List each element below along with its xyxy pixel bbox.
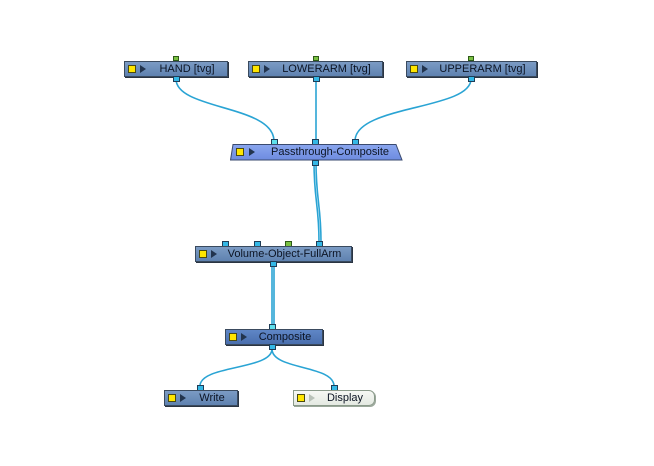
- enable-checkbox[interactable]: [410, 65, 418, 73]
- play-arrow-icon[interactable]: [264, 65, 270, 73]
- enable-checkbox[interactable]: [252, 65, 260, 73]
- passthrough-composite-node-shape[interactable]: [230, 144, 404, 161]
- composite-node[interactable]: Composite: [225, 329, 323, 345]
- hand-node[interactable]: HAND [tvg]: [124, 61, 228, 77]
- passthrough-composite-node[interactable]: Passthrough-Composite: [230, 144, 404, 161]
- enable-checkbox[interactable]: [168, 394, 176, 402]
- upperarm-output-port[interactable]: [468, 76, 475, 82]
- hand-output-port[interactable]: [173, 76, 180, 82]
- node-label: Write: [199, 392, 225, 404]
- lowerarm-output-port[interactable]: [313, 76, 320, 82]
- node-label: Volume-Object-FullArm: [227, 248, 342, 260]
- upperarm-input-port[interactable]: [468, 56, 474, 61]
- lowerarm-node[interactable]: LOWERARM [tvg]: [248, 61, 383, 77]
- play-arrow-icon[interactable]: [180, 394, 186, 402]
- cable-hand-to-passthrough[interactable]: [175, 78, 275, 142]
- node-label: HAND [tvg]: [159, 63, 215, 75]
- enable-checkbox[interactable]: [128, 65, 136, 73]
- passthrough-output-port[interactable]: [312, 160, 319, 166]
- node-label: Display: [326, 392, 364, 404]
- play-arrow-icon[interactable]: [249, 148, 255, 156]
- cable-upperarm-to-passthrough[interactable]: [354, 78, 472, 142]
- cable-passthrough-to-volume-b[interactable]: [315, 161, 322, 243]
- node-label: UPPERARM [tvg]: [439, 63, 526, 75]
- write-node[interactable]: Write: [164, 390, 238, 406]
- enable-checkbox[interactable]: [199, 250, 207, 258]
- hand-input-port[interactable]: [173, 56, 179, 61]
- display-node[interactable]: Display: [293, 390, 375, 406]
- play-arrow-icon[interactable]: [422, 65, 428, 73]
- cable-composite-to-display[interactable]: [271, 348, 335, 387]
- node-label: Composite: [258, 331, 312, 343]
- volume-output-port[interactable]: [270, 261, 277, 267]
- composite-output-port[interactable]: [269, 344, 276, 350]
- node-label: Passthrough-Composite: [270, 146, 389, 158]
- enable-checkbox[interactable]: [236, 148, 244, 156]
- play-arrow-icon[interactable]: [140, 65, 146, 73]
- cable-passthrough-to-volume-a[interactable]: [313, 161, 320, 243]
- upperarm-node[interactable]: UPPERARM [tvg]: [406, 61, 537, 77]
- cable-composite-to-write[interactable]: [199, 348, 273, 387]
- play-arrow-icon[interactable]: [309, 394, 315, 402]
- play-arrow-icon[interactable]: [241, 333, 247, 341]
- node-label: LOWERARM [tvg]: [282, 63, 371, 75]
- enable-checkbox[interactable]: [297, 394, 305, 402]
- play-arrow-icon[interactable]: [211, 250, 217, 258]
- enable-checkbox[interactable]: [229, 333, 237, 341]
- lowerarm-input-port[interactable]: [313, 56, 319, 61]
- volume-object-fullarm-node[interactable]: Volume-Object-FullArm: [195, 246, 352, 262]
